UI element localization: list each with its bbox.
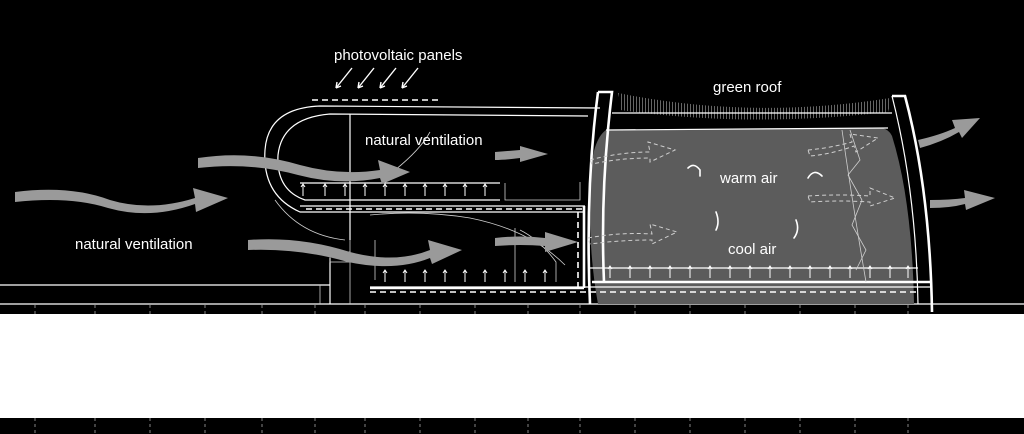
- greenhouse-volume: [370, 90, 934, 313]
- ventilation-stack: [847, 129, 867, 271]
- airflow-arrow-lower-left: [248, 239, 462, 267]
- warm-air-label: warm air: [719, 170, 778, 187]
- floor-vent-arrows: [300, 183, 911, 282]
- greenhouse-right-wall: [892, 94, 934, 313]
- natural-ventilation-top-label: natural ventilation: [365, 132, 483, 149]
- natural-ventilation-left-label: natural ventilation: [75, 236, 193, 253]
- greenhouse-interior: [589, 128, 914, 304]
- airflow-arrow-mid-lower: [495, 232, 578, 252]
- white-band: [0, 314, 1024, 418]
- airflow-arrow-upper-left: [198, 155, 410, 184]
- airflow-arrow-left: [15, 188, 228, 214]
- air-current-squiggles: [687, 164, 823, 239]
- photovoltaic-panels-label: photovoltaic panels: [334, 47, 462, 64]
- pv-arrows: [335, 67, 419, 89]
- greenhouse-left-wall: [587, 91, 600, 305]
- bottom-dark-strip: [0, 418, 1024, 434]
- pod-building: [264, 105, 601, 290]
- airflow-arrow-exhaust-upper: [918, 118, 980, 148]
- greenhouse-left-wall-inner: [598, 90, 614, 283]
- cool-air-label: cool air: [728, 241, 776, 258]
- green-roof-label: green roof: [713, 79, 782, 96]
- photovoltaic-panels: [312, 67, 440, 101]
- airflow-arrow-mid-upper: [495, 146, 548, 162]
- airflow-arrows: [15, 118, 995, 267]
- internal-airflow-outlines: [587, 133, 897, 245]
- airflow-arrow-exhaust-lower: [930, 190, 995, 210]
